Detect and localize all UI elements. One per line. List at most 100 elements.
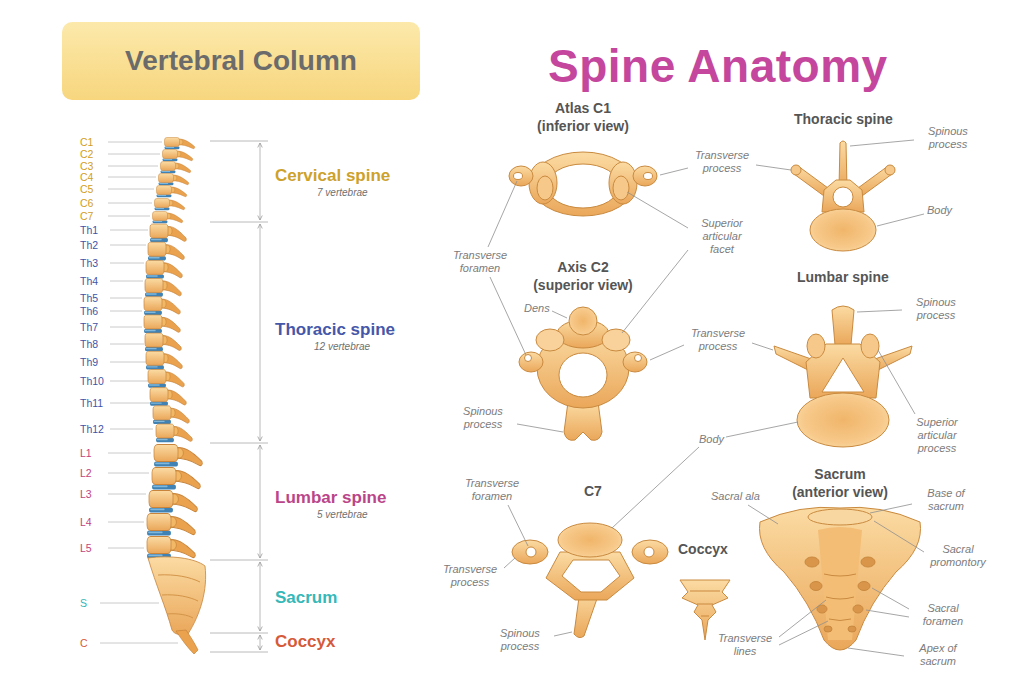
vertebral-column-figure — [145, 333, 181, 351]
axis-figure — [635, 355, 642, 362]
vertebra-level: C2 — [80, 148, 93, 161]
vertebra-level: C4 — [80, 171, 93, 184]
part-leader-lines — [752, 343, 773, 350]
part-label: Spinous process — [489, 627, 551, 653]
level-leader-lines — [110, 327, 142, 328]
atlas-figure — [509, 152, 657, 216]
region-brackets — [210, 560, 268, 561]
vertebra-level: Th9 — [80, 356, 98, 369]
level-leader-lines — [100, 603, 159, 604]
region-brackets — [210, 443, 268, 444]
sacrum-figure — [853, 605, 863, 613]
part-leader-lines — [878, 350, 915, 414]
part-label: Sacral ala — [711, 490, 760, 503]
part-leader-lines — [488, 181, 517, 247]
part-label: Apex of sacrum — [907, 642, 969, 668]
part-label: Spinous process — [905, 296, 967, 322]
vertebral-column-figure — [148, 370, 184, 388]
region-name: Cervical spine — [275, 166, 390, 186]
vertebra-level: L1 — [80, 447, 92, 460]
vertebra-level: Th1 — [80, 224, 98, 237]
view-heading: Axis C2 (superior view) — [530, 259, 636, 294]
atlas-figure — [531, 152, 635, 216]
vertebra-level: Th8 — [80, 338, 98, 351]
region-brackets — [260, 445, 261, 558]
atlas-figure — [537, 176, 553, 200]
vertebra-level: Th11 — [80, 397, 103, 410]
vertebral-column-figure — [157, 186, 187, 198]
thoracic-vertebra-figure — [791, 165, 801, 175]
vertebra-level: Th5 — [80, 292, 98, 305]
vertebra-level: S — [80, 597, 87, 610]
vertebral-column-figure — [155, 199, 185, 211]
c7-figure — [512, 540, 548, 564]
level-leader-lines — [108, 203, 152, 204]
lumbar-vertebra-figure — [822, 358, 864, 392]
sacrum-figure — [808, 509, 872, 525]
vertebra-level: Th2 — [80, 239, 98, 252]
part-leader-lines — [517, 424, 563, 432]
vertebra-level: Th4 — [80, 275, 98, 288]
vertebral-column-figure — [163, 150, 193, 162]
part-leader-lines — [552, 311, 567, 318]
vertebral-column-figure — [154, 445, 202, 467]
region-brackets — [260, 635, 261, 650]
view-heading: Sacrum (anterior view) — [789, 466, 891, 501]
vertebra-level: L3 — [80, 488, 92, 501]
sacrum-figure — [861, 557, 875, 567]
lumbar-vertebra-figure — [832, 306, 854, 345]
atlas-figure — [514, 173, 523, 180]
region-brackets — [260, 224, 261, 441]
vertebral-column-figure — [146, 260, 182, 278]
vertebral-column-figure — [150, 224, 186, 242]
vertebral-column-figure — [156, 424, 192, 442]
part-leader-lines — [857, 310, 902, 312]
level-leader-lines — [110, 298, 142, 299]
atlas-figure — [509, 166, 533, 186]
vertebral-column-figure — [148, 242, 184, 260]
level-leader-lines — [108, 494, 146, 495]
part-label: Body — [927, 204, 952, 217]
vertebral-column-figure — [153, 406, 189, 424]
sacrum-figure — [824, 574, 856, 621]
region-name: Sacrum — [275, 588, 337, 608]
level-leader-lines — [110, 311, 142, 312]
part-label: Body — [699, 433, 724, 446]
part-leader-lines — [650, 345, 684, 360]
level-leader-lines — [108, 154, 160, 155]
part-leader-lines — [612, 447, 699, 528]
vertebral-column-figure — [145, 279, 181, 297]
axis-figure — [525, 355, 532, 362]
lumbar-vertebra-figure — [774, 306, 912, 447]
region-name: Thoracic spine — [275, 320, 395, 340]
level-leader-lines — [108, 453, 151, 454]
lumbar-vertebra-figure — [807, 334, 825, 358]
part-leader-lines — [504, 558, 515, 568]
vertebra-level: Th7 — [80, 321, 98, 334]
part-leader-lines — [627, 192, 688, 228]
panel-heading: Vertebral Column — [125, 45, 357, 77]
part-leader-lines — [877, 214, 924, 226]
sacrum-figure — [824, 626, 832, 632]
view-heading: Thoracic spine — [794, 111, 893, 129]
level-leader-lines — [110, 245, 146, 246]
level-leader-lines — [108, 142, 162, 143]
part-label: Dens — [524, 302, 550, 315]
part-label: Spinous process — [452, 405, 514, 431]
part-label: Base of sacrum — [915, 487, 977, 513]
part-leader-lines — [870, 504, 912, 513]
c7-figure — [546, 552, 634, 600]
thoracic-vertebra-figure — [810, 209, 876, 251]
level-leader-lines — [108, 177, 156, 178]
sacrum-figure — [810, 582, 822, 591]
part-label: Spinous process — [917, 125, 979, 151]
axis-figure — [623, 352, 647, 372]
vertebral-column-figure — [152, 468, 200, 490]
part-label: Transverse process — [691, 149, 753, 175]
vertebral-column-figure — [144, 315, 180, 333]
axis-figure — [536, 329, 564, 351]
vertebra-count: 12 vertebrae — [314, 341, 370, 353]
level-leader-lines — [110, 263, 144, 264]
vertebral-column-figure — [158, 575, 200, 618]
